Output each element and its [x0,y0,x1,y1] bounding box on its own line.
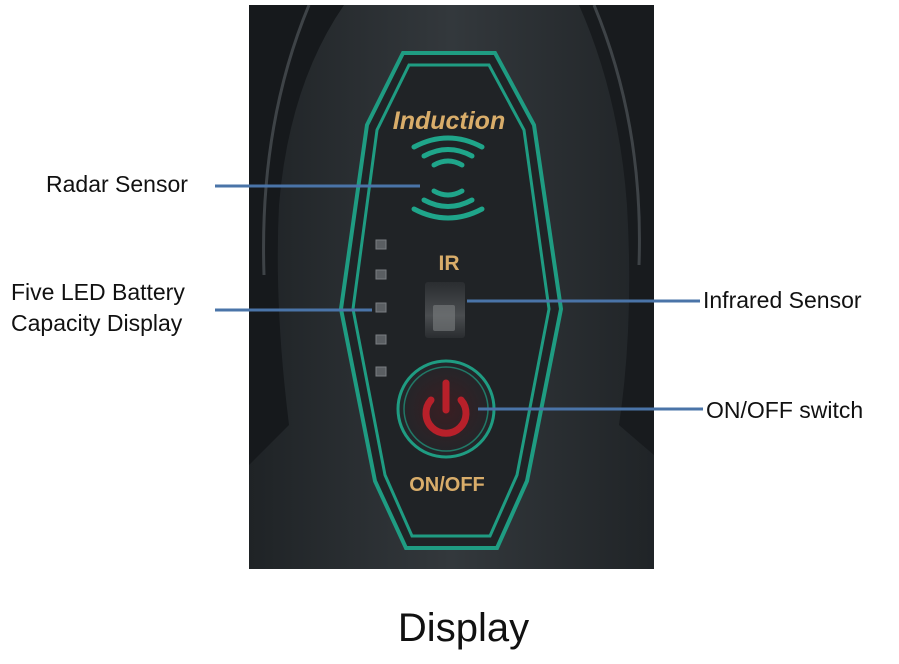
battery-led-1 [375,239,387,250]
battery-led-column [375,239,387,377]
radar-sensor-label: Radar Sensor [46,171,188,197]
infrared-sensor-window [425,282,465,338]
power-button[interactable] [396,359,496,459]
housing-left-shadow [249,5,344,465]
panel-inner-border [351,63,551,538]
onoff-panel-label: ON/OFF [409,474,485,496]
battery-led-4 [375,334,387,345]
infrared-sensor-label: Infrared Sensor [703,287,862,313]
battery-led-5 [375,366,387,377]
battery-led-2 [375,269,387,280]
induction-label: Induction [393,107,505,135]
onoff-switch-label: ON/OFF switch [706,397,864,423]
battery-led-3 [375,302,387,313]
radar-sensor-icon [411,135,485,221]
ir-label: IR [439,252,460,275]
figure-caption: Display [397,606,530,650]
device-panel-illustration: Induction IR [249,5,654,569]
housing-right-shadow [579,5,654,455]
battery-display-label-line-2: Capacity Display [11,310,183,336]
battery-display-label-line-1: Five LED Battery [11,279,185,305]
power-icon [422,379,470,437]
device-photo: Induction IR [249,5,654,569]
battery-display-label: Five LED Battery Capacity Display [11,277,185,339]
